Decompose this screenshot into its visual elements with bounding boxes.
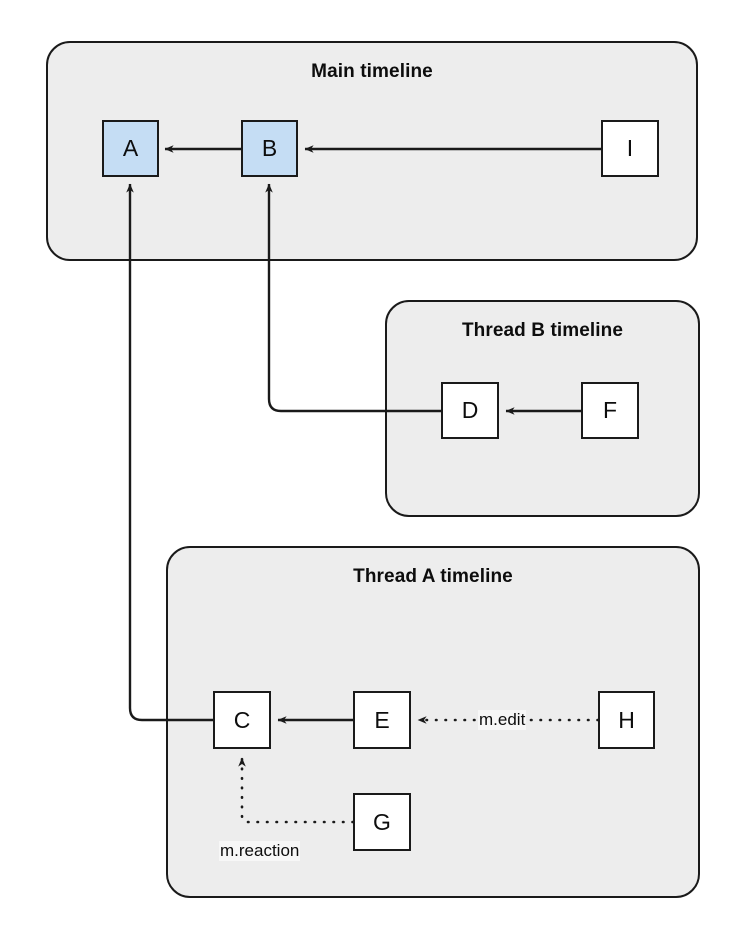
timeline-group-thread-b: Thread B timeline [385, 300, 700, 517]
event-node-e[interactable]: E [353, 691, 411, 749]
timeline-title-thread-b: Thread B timeline [461, 320, 624, 341]
event-node-b-label: B [261, 135, 278, 161]
timeline-title-main: Main timeline [311, 61, 433, 82]
event-node-f[interactable]: F [581, 382, 639, 439]
event-node-b[interactable]: B [241, 120, 298, 177]
event-node-a[interactable]: A [102, 120, 159, 177]
event-node-f-label: F [602, 397, 618, 423]
event-node-g-label: G [373, 808, 391, 835]
event-node-d[interactable]: D [441, 382, 499, 439]
event-node-e-label: E [374, 706, 390, 733]
timeline-title-thread-a: Thread A timeline [353, 566, 513, 587]
event-node-c[interactable]: C [213, 691, 271, 749]
event-node-g[interactable]: G [353, 793, 411, 851]
event-node-a-label: A [122, 135, 139, 161]
event-node-c-label: C [233, 706, 251, 733]
event-node-h[interactable]: H [598, 691, 655, 749]
edge-label-m-edit: m.edit [478, 710, 527, 730]
event-node-d-label: D [461, 397, 479, 423]
edge-label-m-reaction: m.reaction [219, 841, 301, 861]
event-node-i-label: I [626, 135, 634, 161]
event-node-h-label: H [618, 706, 635, 733]
event-node-i[interactable]: I [601, 120, 659, 177]
